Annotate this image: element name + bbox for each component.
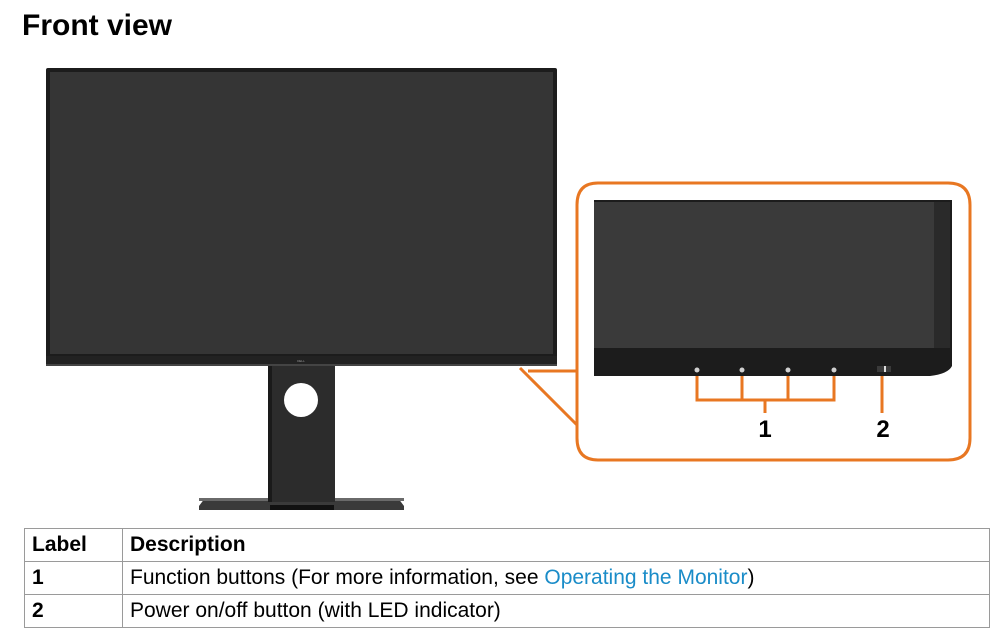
- cable-management-hole: [284, 383, 318, 417]
- row-label: 1: [24, 561, 123, 595]
- monitor-front-view-figure: DELL 1 2: [46, 68, 972, 510]
- table-row: 2 Power on/off button (with LED indicato…: [24, 594, 990, 628]
- stand-neck: [268, 365, 335, 502]
- monitor-logo: DELL: [297, 359, 305, 363]
- page-title: Front view: [22, 9, 173, 42]
- monitor: DELL: [46, 68, 557, 366]
- row-label: 2: [24, 594, 123, 628]
- spec-table: Label Description 1 Function buttons (Fo…: [24, 528, 990, 628]
- row-description-text: Power on/off button (with LED indicator): [130, 599, 501, 622]
- table-row: 1 Function buttons (For more information…: [24, 561, 990, 595]
- zoom-power-button: [877, 366, 891, 372]
- table-header-description: Description: [122, 528, 990, 562]
- leader-function-buttons: [695, 376, 836, 413]
- callout-label-1: 1: [758, 416, 771, 443]
- row-description: Power on/off button (with LED indicator): [122, 594, 990, 628]
- monitor-screen: [50, 72, 553, 354]
- row-description-suffix: ): [747, 566, 755, 589]
- callout-label-2: 2: [876, 416, 889, 443]
- row-description: Function buttons (For more information, …: [122, 561, 990, 595]
- callout-zoom-box: 1 2: [575, 181, 972, 462]
- table-header-label: Label: [24, 528, 123, 562]
- table-header-row: Label Description: [24, 528, 990, 562]
- operating-the-monitor-link[interactable]: Operating the Monitor: [544, 566, 748, 589]
- zoom-function-buttons: [694, 367, 837, 373]
- row-description-text: Function buttons (For more information, …: [130, 566, 545, 589]
